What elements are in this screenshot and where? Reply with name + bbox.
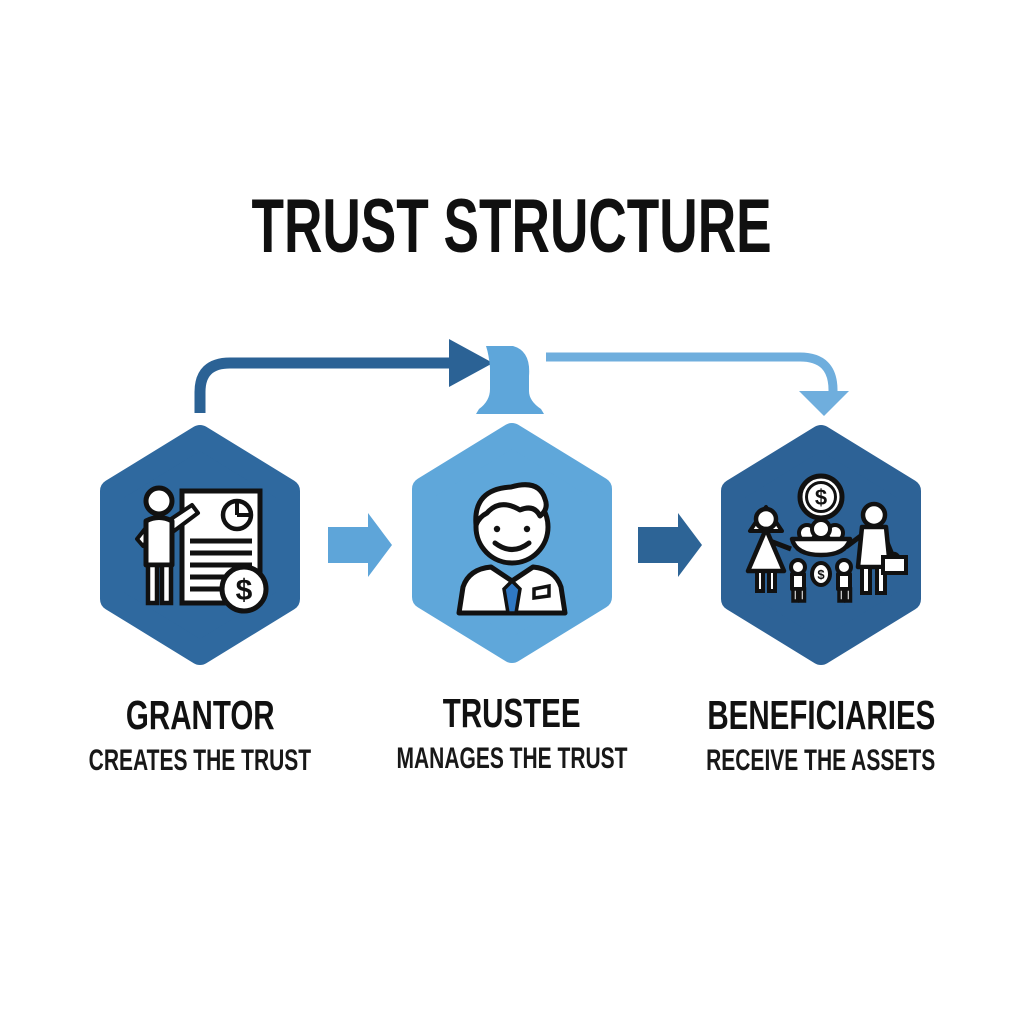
dollar-sign: $ (236, 574, 253, 607)
woman-head (753, 506, 779, 532)
trustee-businessman-icon (456, 482, 568, 616)
trustee-labels: TRUSTEE MANAGES THE TRUST (342, 690, 682, 776)
child-head (789, 558, 807, 576)
beneficiaries-family-icon: $ (745, 473, 908, 603)
grantor-labels: GRANTOR CREATES THE TRUST (30, 692, 370, 778)
trustee-to-beneficiaries-arrow-line (546, 352, 838, 392)
dollar-sign: $ (817, 567, 825, 582)
node-trustee: TRUSTEE MANAGES THE TRUST (397, 423, 628, 775)
beneficiaries-label: BENEFICIARIES (707, 692, 935, 738)
grantor-hexagon: $ (100, 425, 300, 665)
man-head (860, 501, 888, 529)
assets-bowl-icon (789, 536, 853, 558)
grantor-to-trustee-arrowhead-icon (449, 339, 493, 387)
smile (492, 540, 532, 552)
person-head (143, 485, 175, 517)
trustee-description: MANAGES THE TRUST (396, 742, 628, 776)
grantor-to-trustee-arrow-line (194, 357, 450, 413)
briefcase-icon (881, 555, 908, 575)
page-title-text: TRUST STRUCTURE (251, 184, 773, 269)
person-body (143, 515, 175, 568)
grantor-trustee-block-arrow-icon (328, 513, 392, 577)
node-grantor: $ GRANTOR CREATES THE TRUST (89, 425, 311, 777)
trustee-to-beneficiaries-arrowhead-icon (799, 391, 849, 416)
page-title: TRUST STRUCTURE (0, 183, 1024, 270)
trustee-hexagon (412, 423, 612, 663)
dollar-sign: $ (815, 485, 827, 510)
woman-dress (745, 526, 787, 574)
hair (473, 482, 549, 528)
dollar-coin-icon (219, 564, 269, 614)
child-head (835, 558, 853, 576)
small-coin-icon (810, 561, 832, 587)
beneficiaries-description: RECEIVE THE ASSETS (706, 744, 936, 778)
trustee-label: TRUSTEE (443, 690, 581, 736)
pocket-square (532, 583, 551, 600)
trustee-inflow-ribbon-icon (476, 346, 544, 414)
beneficiaries-hexagon: $ (721, 425, 921, 665)
grantor-description: CREATES THE TRUST (88, 744, 312, 778)
trustee-beneficiaries-block-arrow-icon (638, 513, 702, 577)
grantor-presenting-document-icon: $ (135, 485, 269, 614)
beneficiaries-labels: BENEFICIARIES RECEIVE THE ASSETS (651, 692, 991, 778)
grantor-label: GRANTOR (125, 692, 275, 738)
tie-icon (502, 578, 522, 615)
node-beneficiaries: $ (706, 425, 936, 777)
